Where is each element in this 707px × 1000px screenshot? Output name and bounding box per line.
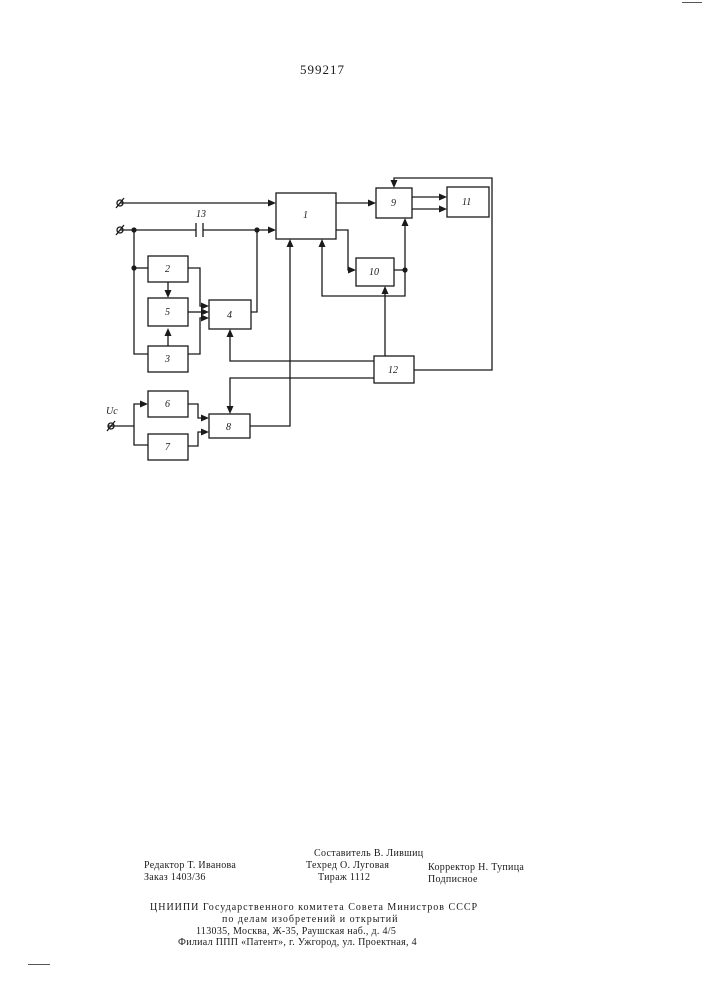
block-10-label: 10 [369,267,379,278]
arrow-into-11-a [439,194,447,201]
arrow-into-9-bottom [402,218,409,226]
wire-branch-2-3 [134,230,148,354]
arrow-into-4-c [201,309,209,316]
imprint-editor: Редактор Т. Иванова [144,860,236,871]
block-11-label: 11 [462,197,471,208]
arrow-into-10-bottom [382,286,389,294]
arrow-into-9-left [368,200,376,207]
arrow-into-10 [348,267,356,274]
block-5: 5 [148,298,188,326]
imprint-corrector: Корректор Н. Тупица [428,862,524,873]
input-terminals [107,198,124,431]
imprint-compiler: Составитель В. Лившиц [314,848,423,859]
arrow-into-1-b [268,227,276,234]
block-5-label: 5 [165,307,170,318]
block-4-label: 4 [227,310,232,321]
wire-4-to-1 [251,230,257,312]
wire-8-to-1 [250,243,290,426]
wire-uc-to-7 [134,426,148,445]
arrow-into-1-from-fb [319,239,326,247]
wire-uc-to-6 [134,404,140,426]
arrow-into-8-b [201,429,209,436]
arrow-into-4-b [201,315,209,322]
block-12: 12 [374,356,414,383]
arrow-into-4-bottom [227,329,234,337]
input-uc-label: Uc [106,406,118,417]
junction-to-2 [131,265,136,270]
junction-10-out [402,267,407,272]
wire-6-to-8 [188,404,203,418]
wire-10-to-9 [394,222,405,270]
imprint-subscription: Подписное [428,874,478,885]
imprint-org-line3: 113035, Москва, Ж-35, Раушская наб., д. … [196,926,396,937]
block-2-label: 2 [165,264,170,275]
arrow-into-1-from-8 [287,239,294,247]
block-10: 10 [356,258,394,286]
wire-12-to-8 [230,378,374,410]
block-3: 3 [148,346,188,372]
block-2: 2 [148,256,188,282]
arrow-into-9-top [391,180,398,188]
block-12-label: 12 [388,365,398,376]
block-6: 6 [148,391,188,417]
scan-edge-mark [28,964,50,965]
arrow-into-5-top [165,290,172,298]
imprint-techred: Техред О. Луговая [306,860,389,871]
imprint-org-line2: по делам изобретений и открытий [222,914,399,925]
wire-7-to-8 [188,432,203,446]
block-9-label: 9 [391,198,396,209]
scan-edge-mark-top [682,2,702,3]
wire-12-to-4 [230,333,374,361]
junction-input2 [131,227,136,232]
imprint-org-line1: ЦНИИПИ Государственного комитета Совета … [150,902,478,913]
arrow-into-8-a [201,415,209,422]
arrow-into-1-a [268,200,276,207]
arrow-into-5-bottom [165,328,172,336]
junction-4-to-1 [254,227,259,232]
block-1: 1 [276,193,336,239]
block-8: 8 [209,414,250,438]
block-11: 11 [447,187,489,217]
arrow-into-11-b [439,206,447,213]
imprint-order: Заказ 1403/36 [144,872,206,883]
block-4: 4 [209,300,251,329]
imprint-circulation: Тираж 1112 [318,872,370,883]
wire-3-to-4 [188,318,203,354]
arrow-into-8-top [227,406,234,414]
block-9: 9 [376,188,412,218]
arrow-into-6 [140,401,148,408]
wire-2-to-4 [188,268,203,306]
block-8-label: 8 [226,422,231,433]
block-1-label: 1 [303,210,308,221]
imprint-branch: Филиал ППП «Патент», г. Ужгород, ул. Про… [178,937,417,948]
capacitor-label: 13 [196,209,206,220]
block-6-label: 6 [165,399,170,410]
block-3-label: 3 [164,354,170,365]
wire-1-to-10 [336,230,352,270]
block-7: 7 [148,434,188,460]
arrow-into-4-a [201,303,209,310]
